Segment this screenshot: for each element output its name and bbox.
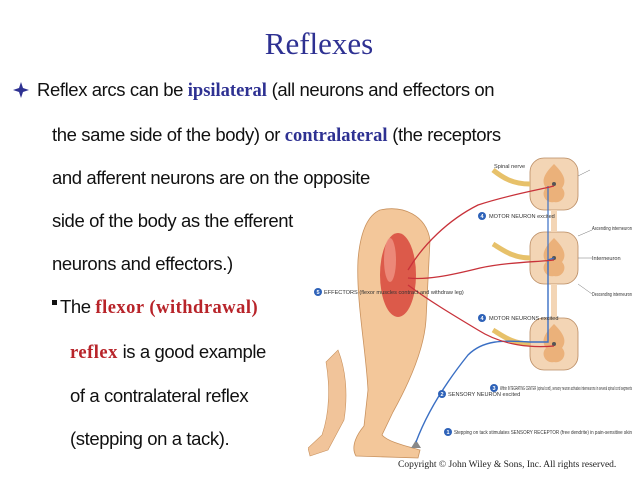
sub-bullet-line-4: (stepping on a tack). xyxy=(70,428,230,449)
spinal-nerve-top xyxy=(491,168,531,187)
motor-neuron-path-2 xyxy=(407,284,555,348)
step-badges xyxy=(314,212,498,436)
step-number-5: 5 xyxy=(316,290,319,296)
sensory-neuron-path xyxy=(415,257,555,443)
step-number-1: 1 xyxy=(446,430,449,436)
label-motor-excited: MOTOR NEURON excited xyxy=(489,214,555,220)
sub-bullet-line-3: of a contralateral reflex xyxy=(70,385,249,406)
spinal-cord-segment-top xyxy=(529,157,579,211)
label-sensory-receptor: Stepping on tack stimulates SENSORY RECE… xyxy=(454,430,632,436)
sub-bullet-line-1: The flexor (withdrawal) xyxy=(52,296,258,319)
term-flexor-withdrawal: flexor (withdrawal) xyxy=(95,298,259,318)
term-reflex: reflex xyxy=(70,343,118,363)
tack-icon xyxy=(411,440,421,448)
label-descending: Descending interneuron xyxy=(592,292,632,298)
step-number-2: 2 xyxy=(440,392,443,398)
paragraph-line-1: Reflex arcs can be ipsilateral (all neur… xyxy=(37,79,495,101)
label-ascending: Ascending interneuron xyxy=(592,226,632,232)
label-sensory-neuron: SENSORY NEURON excited xyxy=(448,392,520,398)
paragraph-line-5: neurons and effectors.) xyxy=(52,253,233,274)
diamond-bullet-icon xyxy=(13,82,29,98)
slide-title: Reflexes xyxy=(264,26,374,61)
label-motor-neurons: MOTOR NEURONS excited xyxy=(489,316,559,322)
label-effectors: EFFECTORS (flexor muscles contract and w… xyxy=(324,290,464,296)
label-spinal-nerve: Spinal nerve xyxy=(494,164,525,170)
copyright-notice: Copyright © John Wiley & Sons, Inc. All … xyxy=(398,460,617,470)
term-contralateral: contralateral xyxy=(284,126,388,146)
paragraph-line-2: the same side of the body) or contralate… xyxy=(52,124,501,146)
spinal-cord-segment-bottom xyxy=(529,317,579,371)
label-integrating-center: Within INTEGRATING CENTER (spinal cord),… xyxy=(500,386,632,392)
reflex-arc-figure: 4 4 5 3 2 1 Spinal nerve MOTOR NEURON ex… xyxy=(308,157,632,459)
paragraph-line-3: and afferent neurons are on the opposite xyxy=(52,167,370,188)
step-number-4a: 4 xyxy=(480,214,484,220)
flexor-muscle xyxy=(380,233,416,317)
motor-neuron-path-1 xyxy=(407,185,555,271)
back-leg-illustration xyxy=(308,349,347,457)
label-interneuron: Interneuron xyxy=(592,256,621,262)
sub-bullet-line-2: reflex is a good example xyxy=(70,341,266,363)
step-number-4b: 4 xyxy=(480,316,484,322)
step-number-3: 3 xyxy=(492,386,495,392)
term-ipsilateral: ipsilateral xyxy=(187,81,267,101)
paragraph-line-4: side of the body as the efferent xyxy=(52,210,293,231)
square-bullet-icon xyxy=(52,299,57,305)
